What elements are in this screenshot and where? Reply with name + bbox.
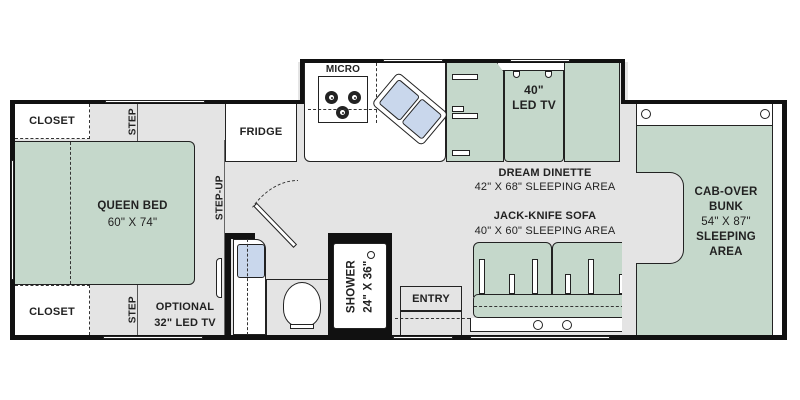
cab-corner-icon [641, 109, 651, 119]
closet-bottom-label: CLOSET [29, 306, 75, 318]
seatbelt-icon [588, 259, 594, 294]
wall-top-right [621, 100, 787, 104]
cab-dash [636, 104, 773, 126]
shower[interactable]: SHOWER 24" X 36" [333, 243, 387, 329]
shower-size: 24" X 36" [362, 260, 375, 313]
window-rear-wall [11, 160, 14, 280]
bath-wall [225, 233, 231, 335]
bath-wall-top [231, 233, 255, 239]
shower-label: SHOWER [345, 260, 358, 314]
wall-top-slide-step [300, 60, 304, 104]
wall-front [782, 100, 787, 340]
fridge[interactable]: FRIDGE [225, 104, 297, 162]
dinette-seat-right[interactable] [564, 63, 620, 162]
cab-over-line4: SLEEPING [696, 231, 756, 243]
shower-drain-icon [367, 251, 375, 259]
dream-dinette-size: 42" X 68" SLEEPING AREA [474, 181, 616, 193]
led-tv-line1: 40" [524, 83, 544, 97]
led-tv-40-icon [497, 63, 571, 71]
cab-over-line3: 54" X 87" [701, 216, 751, 228]
cab-over-line2: BUNK [708, 201, 744, 213]
seatbelt-icon [532, 259, 538, 294]
seatbelt-icon [452, 150, 470, 156]
seatbelt-icon [565, 274, 571, 294]
bath-sink[interactable] [237, 244, 265, 278]
bath-cabinet-line [247, 239, 248, 335]
jack-knife-sofa[interactable] [470, 242, 632, 335]
closet-top-label: CLOSET [29, 115, 75, 127]
seatbelt-icon [479, 259, 485, 294]
window-rear-top [105, 100, 205, 103]
step-bottom: STEP [90, 285, 138, 335]
sofa-base [470, 318, 632, 332]
queen-bed[interactable]: QUEEN BED 60" X 74" [15, 141, 195, 285]
bed-fold-line [70, 142, 71, 284]
queen-bed-label: QUEEN BED [97, 200, 168, 212]
jack-knife-sofa-size: 40" X 60" SLEEPING AREA [474, 225, 616, 237]
dinette-table[interactable]: 40" LED TV [504, 69, 564, 162]
window-galley [383, 59, 443, 62]
micro-label: MICRO [325, 64, 361, 75]
wall-top-front-step [621, 59, 625, 104]
dream-dinette-label: DREAM DINETTE [498, 167, 592, 179]
seatbelt-icon [452, 74, 478, 80]
dinette-seat-left[interactable] [446, 63, 504, 162]
step-up-edge [224, 140, 225, 335]
entry-awning-line [395, 318, 470, 319]
cab-over-line5: AREA [709, 246, 743, 258]
window-entry [393, 336, 453, 339]
tv-mount-icon [545, 71, 552, 78]
burner-icon [325, 91, 338, 104]
step-top-label: STEP [127, 108, 139, 136]
burner-icon [348, 91, 361, 104]
optional-tv-line2: 32" LED TV [154, 317, 216, 329]
tv-mount-icon [513, 71, 520, 78]
closet-top[interactable]: CLOSET [15, 104, 90, 139]
queen-bed-size: 60" X 74" [107, 217, 158, 229]
fridge-label: FRIDGE [239, 126, 283, 138]
wheel-well-icon [533, 320, 543, 330]
jack-knife-sofa-label: JACK-KNIFE SOFA [493, 210, 597, 222]
cab-side-strip [773, 104, 782, 335]
cab-corner-icon [760, 109, 770, 119]
optional-tv-line1: OPTIONAL [155, 301, 215, 313]
sofa-fold-line [474, 306, 629, 307]
led-tv-line2: LED TV [512, 98, 556, 112]
step-bottom-label: STEP [127, 296, 139, 324]
step-top: STEP [90, 104, 138, 142]
toilet-tank [290, 324, 314, 329]
wheel-well-icon [562, 320, 572, 330]
entry-step [401, 310, 461, 312]
entry-label: ENTRY [412, 293, 450, 305]
window-rear-bottom [103, 336, 203, 339]
toilet[interactable] [283, 282, 321, 327]
seatbelt-icon [509, 274, 515, 294]
cab-over-line1: CAB-OVER [694, 186, 758, 198]
window-sofa [470, 336, 610, 339]
seatbelt-icon [452, 106, 464, 112]
optional-tv-icon [216, 258, 222, 298]
overhead-cabinet-line [376, 63, 377, 123]
entry-door[interactable]: ENTRY [400, 286, 462, 335]
seatbelt-icon [452, 113, 478, 119]
cab-aisle-mask [622, 104, 636, 335]
closet-bottom[interactable]: CLOSET [15, 285, 90, 335]
window-dinette [510, 59, 570, 62]
burner-icon [336, 106, 349, 119]
wall-top-mid [300, 59, 625, 63]
